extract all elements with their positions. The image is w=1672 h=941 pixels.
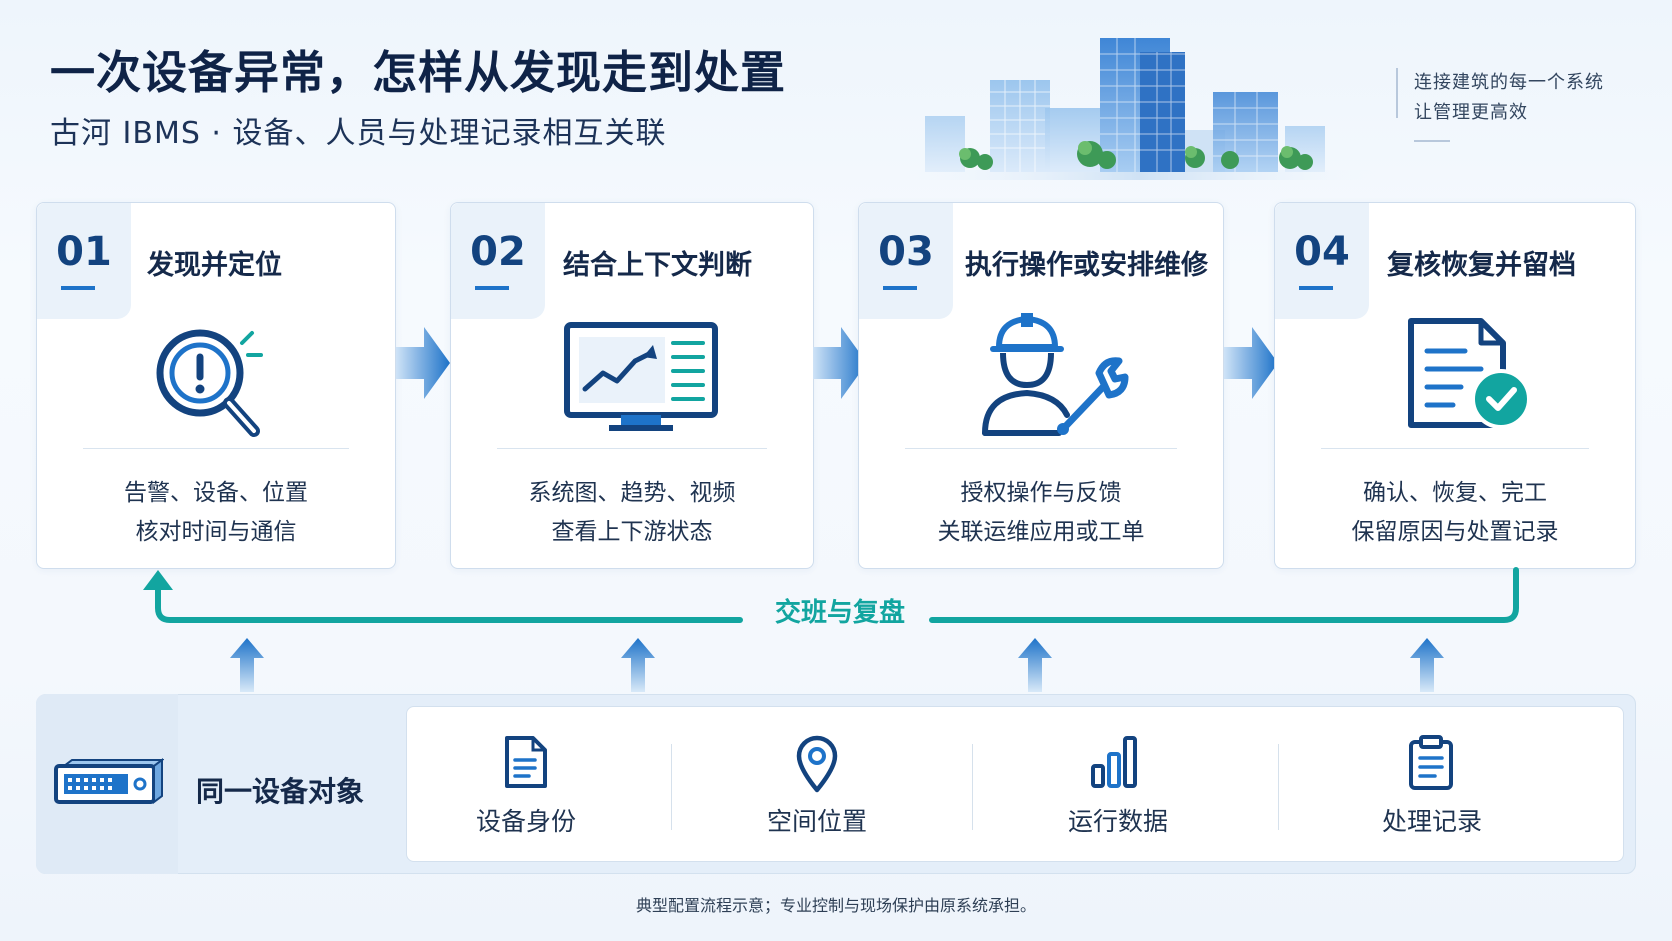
magnifier-alert-icon [156, 329, 263, 437]
slogan-divider [1396, 68, 1398, 118]
step-desc-line-1: 确认、恢复、完工 [1363, 480, 1547, 506]
step-number-underline [475, 286, 509, 290]
device-object-label: 同一设备对象 [196, 775, 365, 808]
flow-arrow-icon [813, 327, 867, 399]
up-arrow-icon [621, 638, 655, 692]
up-arrow-icon [1410, 638, 1444, 692]
monitor-trend-icon [564, 322, 718, 431]
step-number-box: 03 [859, 203, 953, 319]
bar-chart-icon [1091, 736, 1137, 788]
slogan-underline [1414, 140, 1450, 142]
step-title: 执行操作或安排维修 [965, 250, 1208, 281]
step-desc-line-2: 保留原因与处置记录 [1351, 519, 1559, 545]
flow-arrow-icon [1224, 327, 1278, 399]
attribute-label: 空间位置 [766, 807, 867, 836]
step-title: 发现并定位 [147, 250, 282, 281]
step-number-box: 02 [451, 203, 545, 319]
step-number-underline [61, 286, 95, 290]
step-number-underline [1299, 286, 1333, 290]
step-card-1: 01 发现并定位 告警、设备、位置 核对时间与通信 [36, 202, 396, 569]
attribute-label: 设备身份 [475, 807, 576, 836]
step-card-4: 04 复核恢复并留档 确认、恢复、完工 保留原因与处置记录 [1274, 202, 1636, 569]
slogan-line-2: 让管理更高效 [1414, 102, 1528, 123]
page-title: 一次设备异常，怎样从发现走到处置 [50, 46, 787, 99]
step-desc-line-1: 授权操作与反馈 [960, 480, 1122, 506]
network-device-icon [54, 758, 164, 804]
flow-arrow-icon [396, 327, 450, 399]
page-subtitle: 古河 IBMS · 设备、人员与处理记录相互关联 [50, 116, 667, 151]
step-desc-line-2: 核对时间与通信 [135, 519, 297, 545]
step-desc-line-2: 关联运维应用或工单 [937, 519, 1145, 545]
step-title: 复核恢复并留档 [1387, 250, 1576, 281]
footnote: 典型配置流程示意；专业控制与现场保护由原系统承担。 [635, 896, 1036, 915]
worker-wrench-icon [982, 313, 1129, 436]
step-desc-line-2: 查看上下游状态 [551, 519, 713, 545]
step-card-2: 02 结合上下文判断 系统图、趋势、视频 查看上下游状态 [450, 202, 814, 569]
up-arrow-icon [1018, 638, 1052, 692]
document-check-icon [1408, 318, 1531, 429]
up-arrow-icon [230, 638, 264, 692]
step-number-underline [883, 286, 917, 290]
attribute-divider [1278, 744, 1279, 830]
attribute-strip [406, 706, 1624, 862]
attribute-divider [671, 744, 672, 830]
clipboard-icon [1409, 735, 1453, 790]
step-number: 02 [470, 229, 526, 275]
attribute-label: 处理记录 [1381, 807, 1482, 836]
card-divider [905, 448, 1177, 449]
step-card-3: 03 执行操作或安排维修 授权操作与反馈 关联运维应用或工单 [858, 202, 1224, 569]
step-title: 结合上下文判断 [563, 250, 752, 281]
loop-label: 交班与复盘 [774, 598, 905, 628]
document-icon [505, 736, 547, 788]
step-number: 04 [1294, 229, 1350, 275]
location-pin-icon [796, 735, 838, 793]
step-number-box: 04 [1275, 203, 1369, 319]
attribute-label: 运行数据 [1067, 807, 1168, 836]
building-skyline-illustration [905, 38, 1375, 180]
step-number: 01 [56, 229, 112, 275]
step-desc-line-1: 告警、设备、位置 [124, 480, 308, 506]
step-number-box: 01 [37, 203, 131, 319]
card-divider [83, 448, 349, 449]
attribute-divider [972, 744, 973, 830]
slogan-line-1: 连接建筑的每一个系统 [1414, 72, 1604, 93]
step-desc-line-1: 系统图、趋势、视频 [528, 480, 736, 506]
card-divider [1321, 448, 1589, 449]
card-divider [497, 448, 767, 449]
step-number: 03 [878, 229, 934, 275]
